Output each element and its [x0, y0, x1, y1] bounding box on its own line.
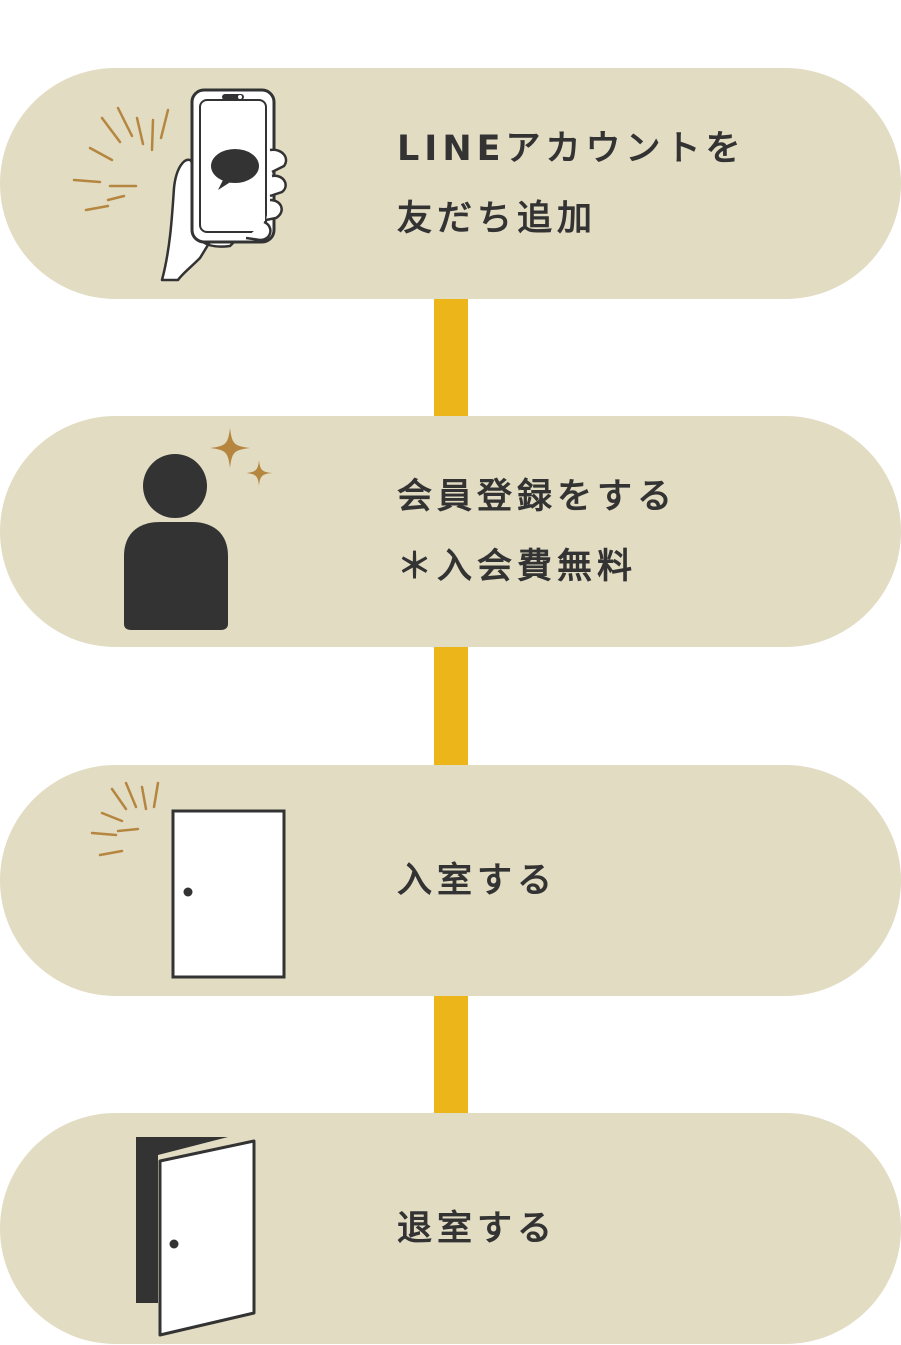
step-add-line-friend: LINEアカウントを 友だち追加 [0, 68, 901, 299]
connector-3-4 [434, 995, 468, 1115]
connector-2-3 [434, 646, 468, 766]
connector-1-2 [434, 298, 468, 418]
step-label: 退室する [397, 1113, 857, 1344]
step-enter-room: 入室する [0, 765, 901, 996]
step-label: 会員登録をする ＊入会費無料 [397, 416, 857, 647]
step-label-line1: LINEアカウントを [397, 128, 746, 169]
member-sparkle-icon [60, 416, 320, 647]
open-door-icon [60, 1113, 320, 1344]
step-label: LINEアカウントを 友だち追加 [397, 68, 857, 299]
step-member-registration: 会員登録をする ＊入会費無料 [0, 416, 901, 647]
step-label-line1: 会員登録をする [397, 476, 678, 517]
hand-phone-chat-icon [60, 68, 320, 299]
step-label-line2: 友だち追加 [397, 198, 598, 239]
closed-door-icon [60, 765, 320, 996]
step-label-line2: ＊入会費無料 [397, 546, 638, 587]
step-label-line1: 入室する [397, 860, 558, 901]
step-label-line1: 退室する [397, 1208, 558, 1249]
step-label: 入室する [397, 765, 857, 996]
step-exit-room: 退室する [0, 1113, 901, 1344]
